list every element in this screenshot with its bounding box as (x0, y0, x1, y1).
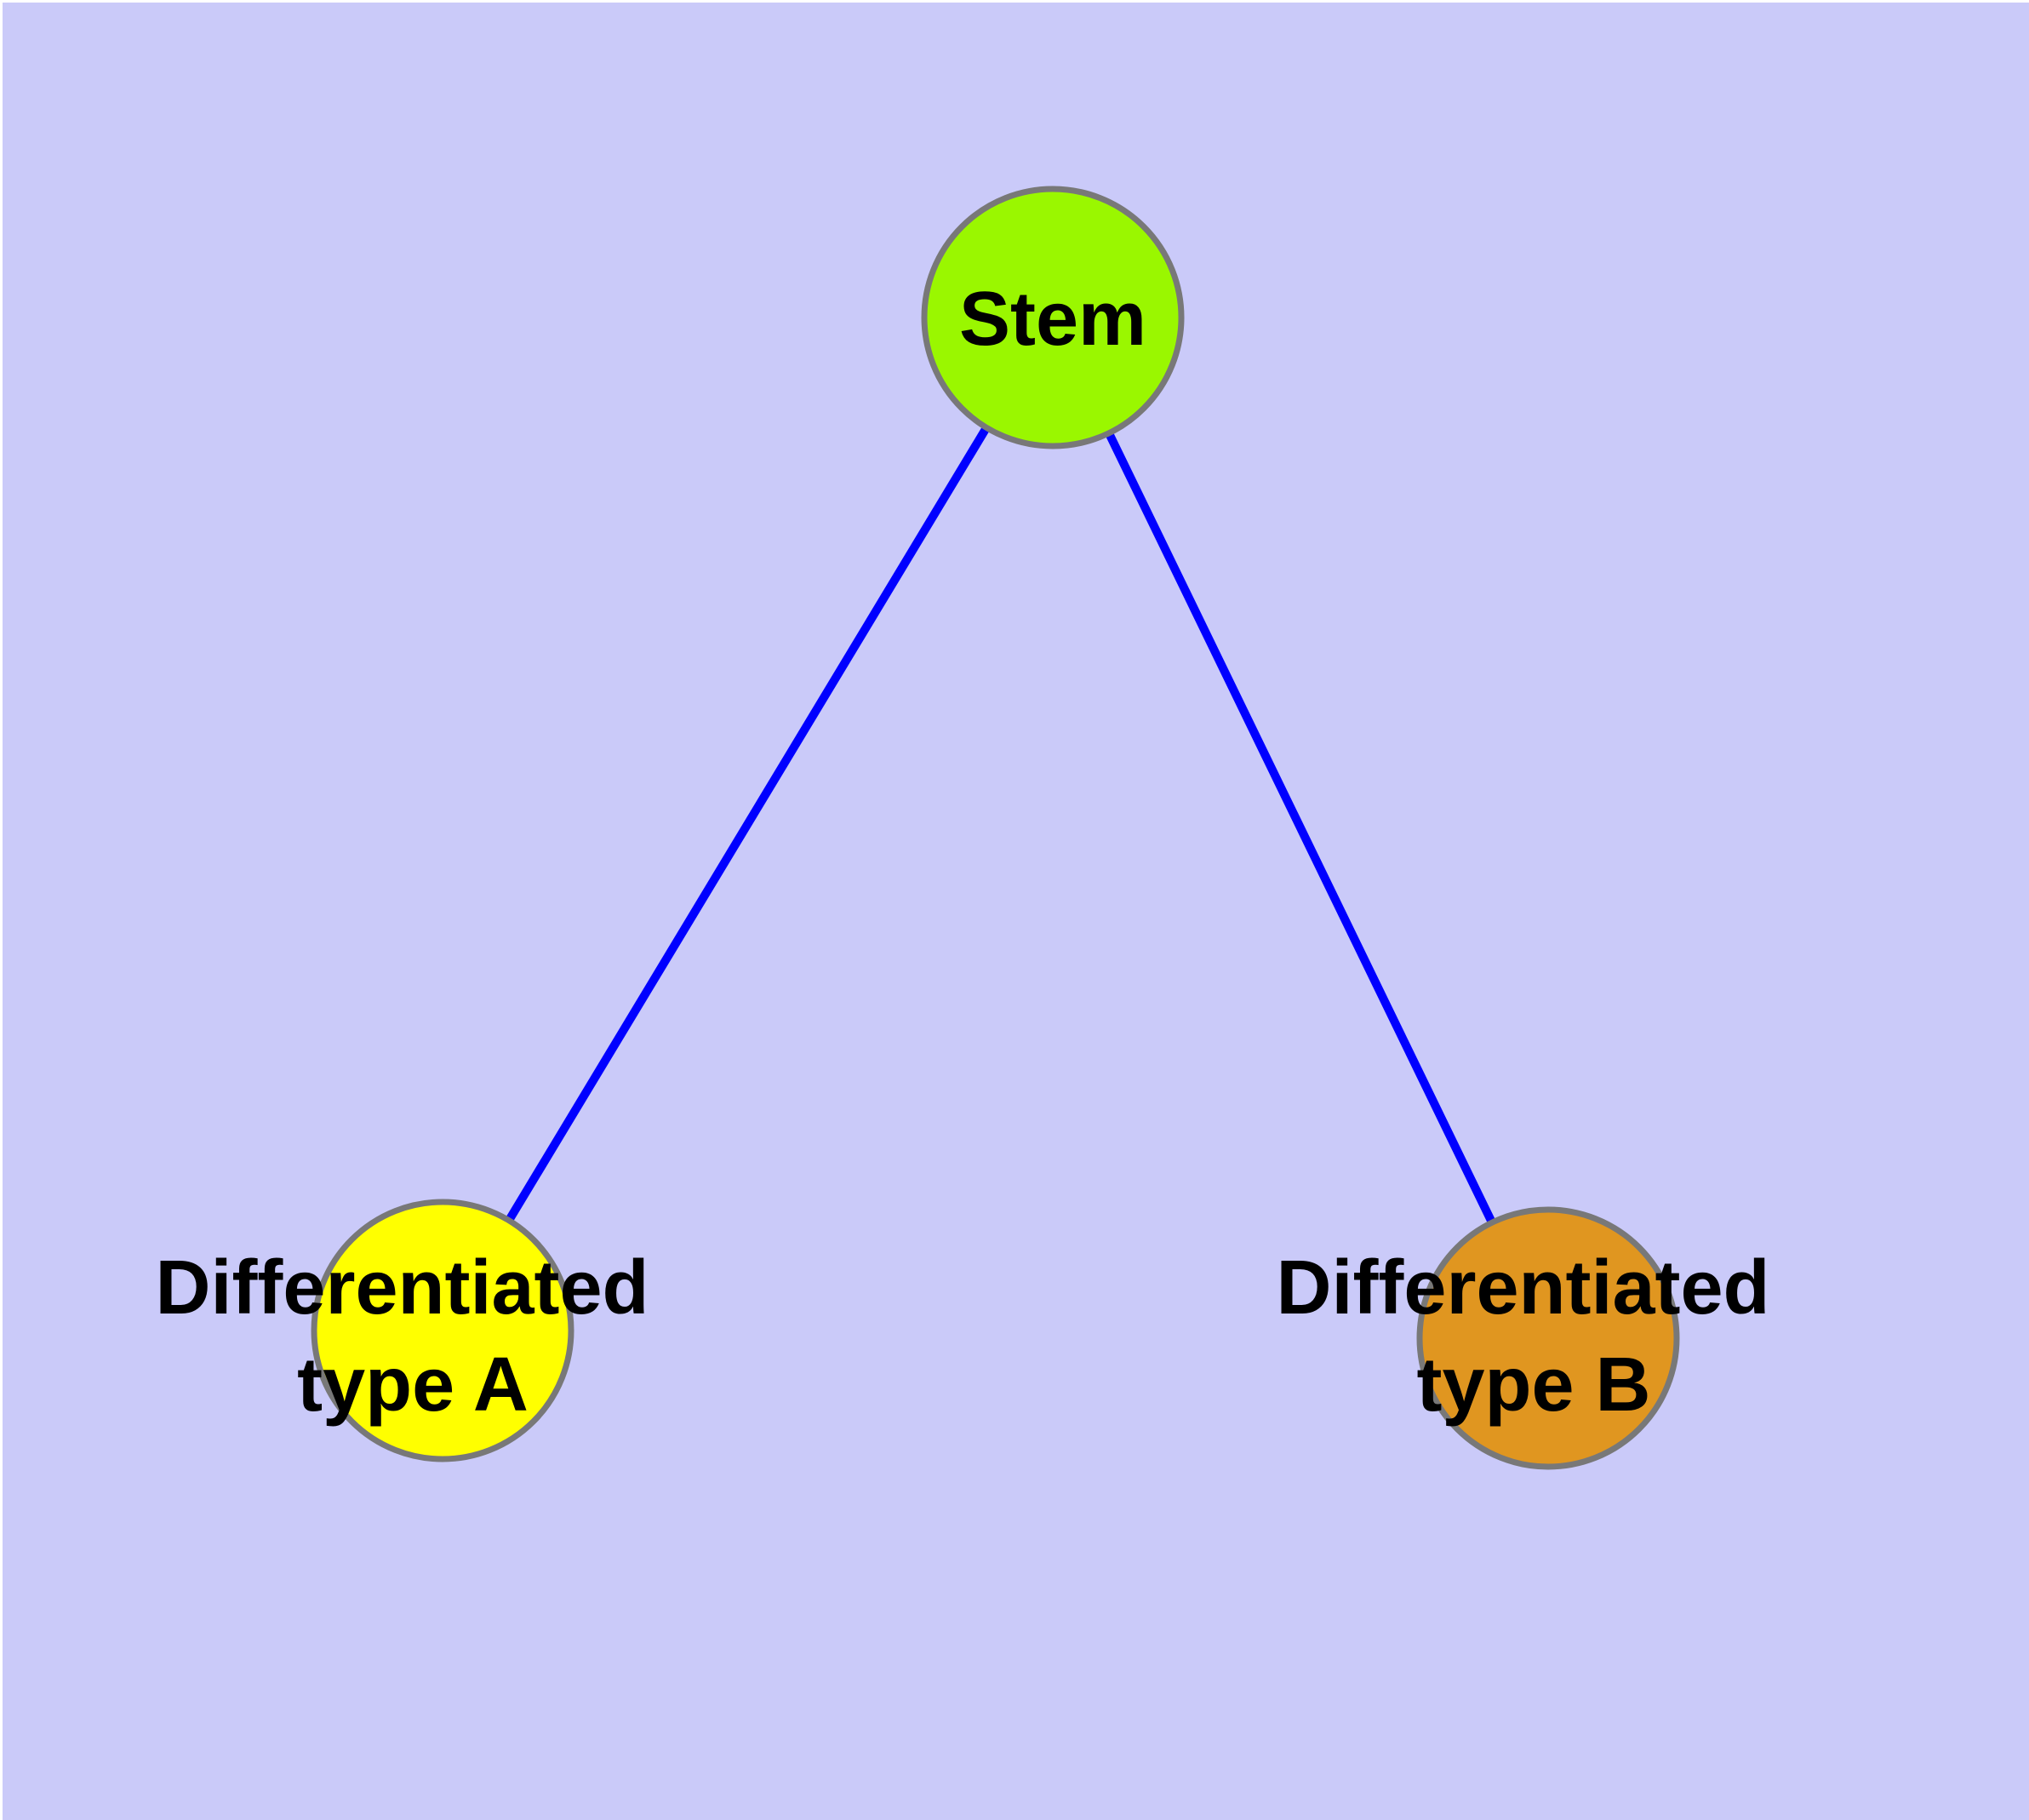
node-label-differentiated-type-a: Differentiated type A (155, 1245, 670, 1428)
node-label-differentiated-type-b: Differentiated type B (1276, 1245, 1791, 1428)
node-label-line-2: type B (1416, 1342, 1650, 1428)
node-differentiated-type-b (1416, 1206, 1680, 1470)
node-label-line-1: Differentiated (1276, 1245, 1769, 1331)
page-margin-top (0, 0, 2029, 3)
page-margin-left (0, 0, 3, 1820)
node-label-line-2: type A (297, 1342, 529, 1428)
edge-stem-to-type-b (1049, 315, 1552, 1341)
node-label-line-1: Differentiated (155, 1245, 649, 1331)
node-stem (921, 186, 1185, 449)
edge-stem-to-type-a (438, 315, 1057, 1333)
node-label-stem: Stem (959, 277, 1146, 362)
node-differentiated-type-a (311, 1199, 574, 1462)
